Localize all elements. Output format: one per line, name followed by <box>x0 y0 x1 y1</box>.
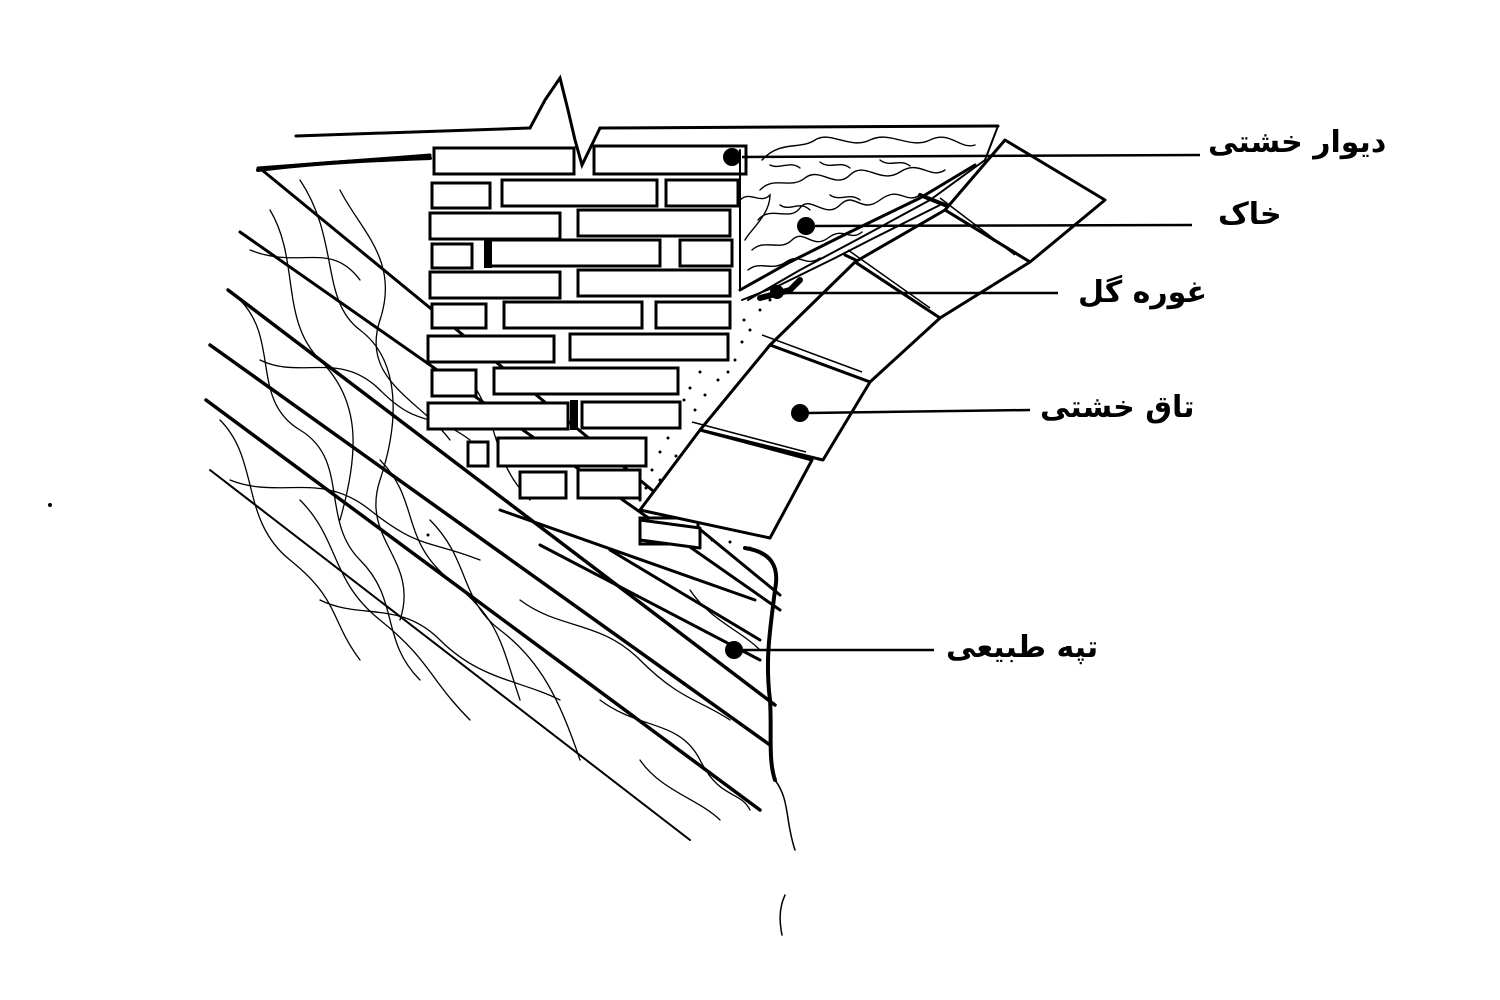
natural-hill-ground <box>204 156 796 936</box>
wall-joint-marks <box>484 238 578 430</box>
soil-boundary <box>738 125 999 301</box>
label-soil: خاک <box>1218 197 1282 232</box>
callout-dots <box>723 148 815 659</box>
roof-top-outline <box>256 74 1000 170</box>
label-adobe-wall: دیوار خشتی <box>1208 125 1387 160</box>
label-natural-hill: تپه طبیعی <box>946 630 1099 665</box>
label-mud-mortar: غوره گل <box>1078 275 1207 310</box>
mortar-stipple <box>638 298 772 550</box>
label-adobe-vault: تاق خشتی <box>1040 390 1195 425</box>
callout-leaders <box>736 153 1201 652</box>
soil-fill <box>739 136 976 271</box>
stray-marks <box>48 503 430 537</box>
